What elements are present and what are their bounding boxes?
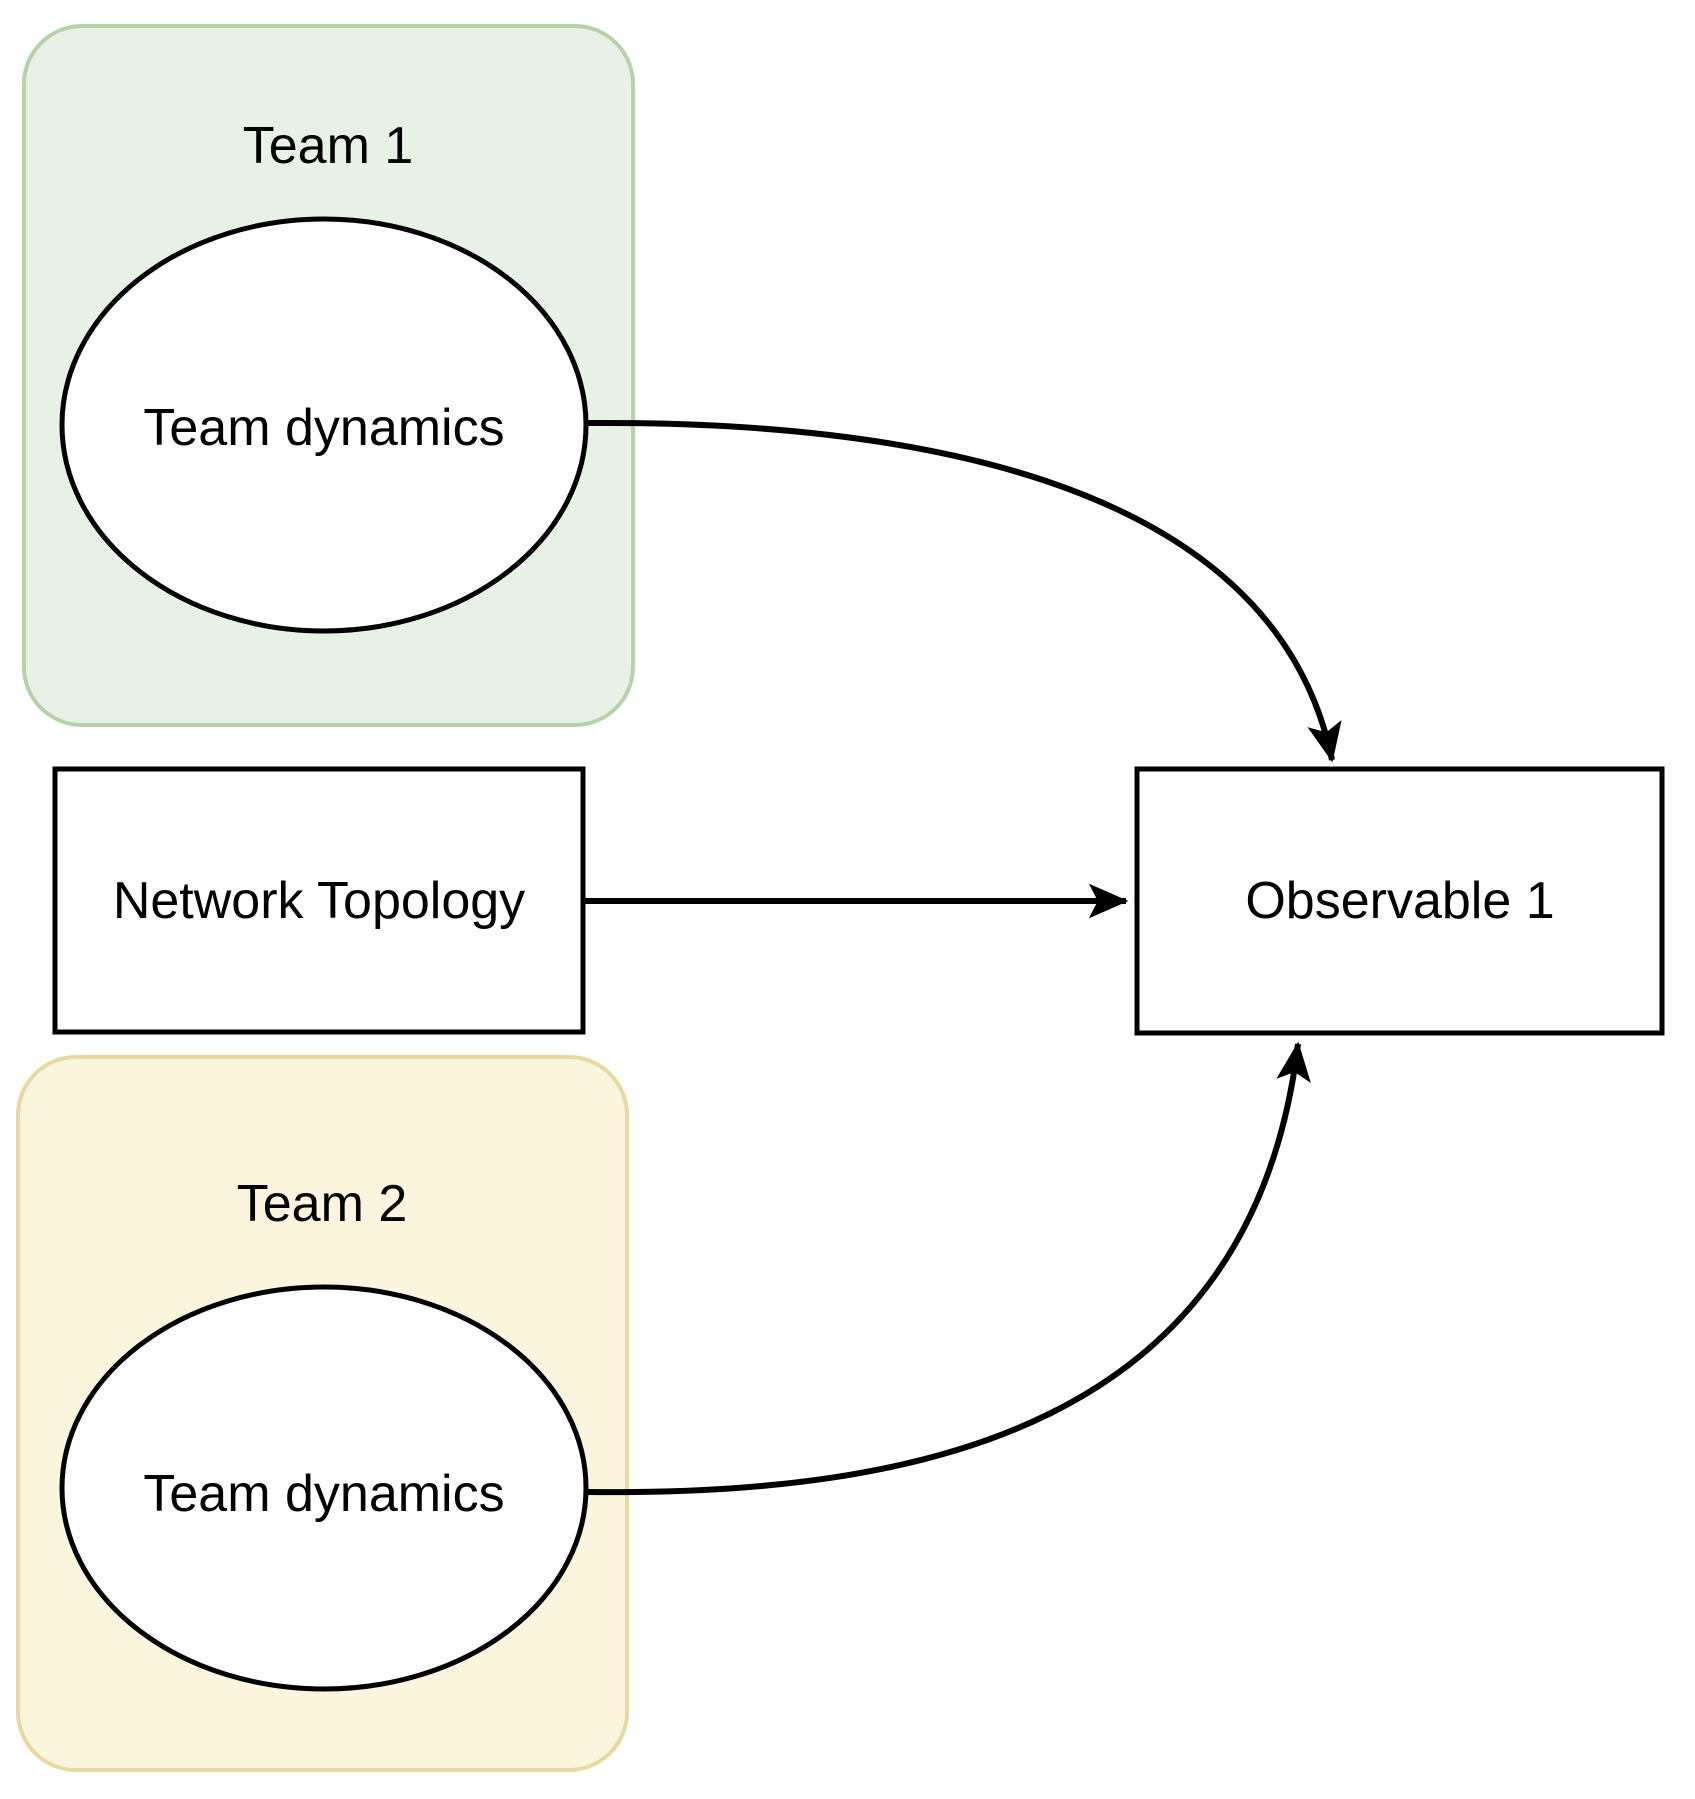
team1-dynamics-label: Team dynamics xyxy=(143,399,504,457)
observable1-label: Observable 1 xyxy=(1245,872,1554,930)
team2-dynamics-label: Team dynamics xyxy=(143,1465,504,1523)
observable1-node xyxy=(1134,766,1665,1036)
team2-dynamics-ellipse xyxy=(59,1284,589,1692)
edge-team2-dynamics-to-observable1 xyxy=(585,1041,1311,1496)
network-topology-node xyxy=(52,766,586,1035)
team1-dynamics-ellipse xyxy=(59,216,589,634)
team2-group-label: Team 2 xyxy=(237,1175,408,1233)
team1-group-label: Team 1 xyxy=(243,117,414,175)
edge-team1-dynamics-to-observable1 xyxy=(585,419,1342,763)
network-topology-label: Network Topology xyxy=(113,872,525,930)
